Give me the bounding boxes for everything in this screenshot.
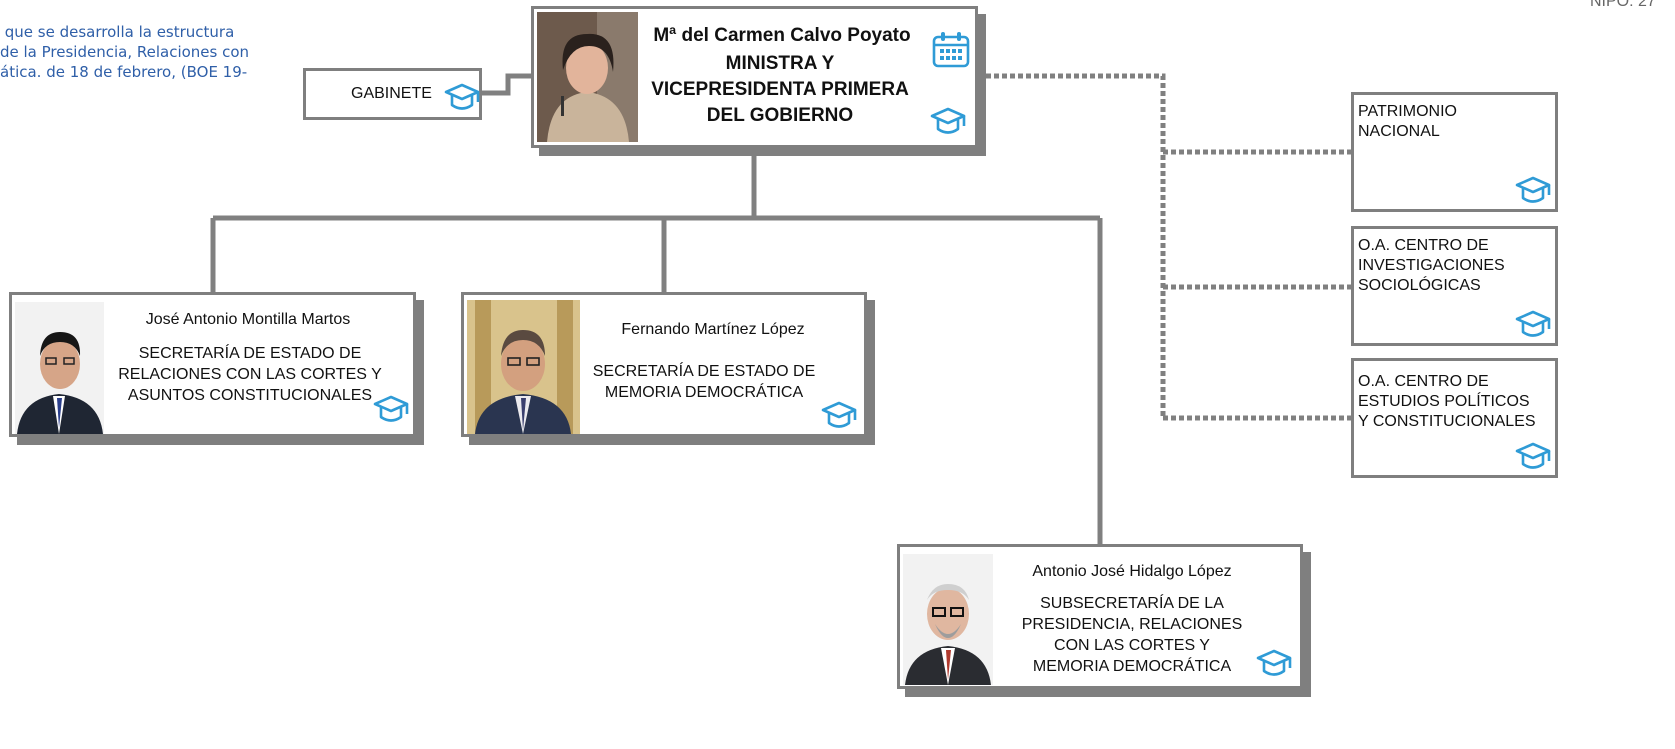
cepc-label: O.A. CENTRO DE ESTUDIOS POLÍTICOS Y CONS… — [1358, 372, 1536, 432]
graduation-cap-icon[interactable] — [373, 393, 409, 427]
subsecretaria-box[interactable]: Antonio José Hidalgo López SUBSECRETARÍA… — [897, 544, 1303, 689]
sec-relaciones-title: SECRETARÍA DE ESTADO DE RELACIONES CON L… — [104, 343, 396, 406]
connector-gabinete — [482, 73, 534, 96]
connector-dotted-trunk — [978, 73, 1166, 418]
subsecretaria-name: Antonio José Hidalgo López — [1032, 563, 1232, 580]
sec-memoria-title-line: MEMORIA DEMOCRÁTICA — [604, 384, 804, 401]
graduation-cap-icon[interactable] — [1515, 308, 1551, 342]
subsecretaria-title-line: PRESIDENCIA, RELACIONES — [1021, 616, 1243, 633]
sec-memoria-name: Fernando Martínez López — [621, 321, 805, 338]
gabinete-label: GABINETE — [351, 85, 432, 102]
graduation-cap-icon[interactable] — [444, 81, 480, 115]
minister-title: MINISTRA Y VICEPRESIDENTA PRIMERA DEL GO… — [638, 51, 922, 129]
graduation-cap-icon[interactable] — [1256, 647, 1292, 681]
subsecretaria-title-line: SUBSECRETARÍA DE LA — [1040, 595, 1224, 612]
minister-title-line: DEL GOBIERNO — [706, 105, 854, 126]
minister-title-line: VICEPRESIDENTA PRIMERA — [651, 79, 909, 100]
sec-relaciones-title-line: ASUNTOS CONSTITUCIONALES — [127, 387, 373, 404]
side-body-line: O.A. CENTRO DE — [1358, 373, 1489, 390]
side-body-line: NACIONAL — [1358, 123, 1440, 140]
subsecretaria-title-line: MEMORIA DEMOCRÁTICA — [1032, 658, 1232, 675]
minister-photo — [537, 12, 638, 142]
cepc-box[interactable]: O.A. CENTRO DE ESTUDIOS POLÍTICOS Y CONS… — [1351, 358, 1558, 478]
graduation-cap-icon[interactable] — [821, 399, 857, 433]
sec-relaciones-title-line: RELACIONES CON LAS CORTES Y — [118, 366, 382, 383]
side-body-line: INVESTIGACIONES — [1358, 257, 1505, 274]
minister-name: Mª del Carmen Calvo Poyato — [653, 25, 911, 46]
sec-relaciones-box[interactable]: José Antonio Montilla Martos SECRETARÍA … — [9, 292, 416, 437]
graduation-cap-icon[interactable] — [930, 105, 966, 139]
subsecretaria-photo — [903, 554, 993, 685]
side-body-line: SOCIOLÓGICAS — [1358, 277, 1481, 294]
gabinete-box[interactable]: GABINETE — [303, 68, 482, 120]
minister-box[interactable]: Mª del Carmen Calvo Poyato MINISTRA Y VI… — [531, 6, 978, 148]
note-line: de la Presidencia, Relaciones con — [0, 43, 250, 61]
regulation-note: que se desarrolla la estructura de la Pre… — [0, 22, 290, 82]
side-body-line: O.A. CENTRO DE — [1358, 237, 1489, 254]
graduation-cap-icon[interactable] — [1515, 440, 1551, 474]
sec-memoria-box[interactable]: Fernando Martínez López SECRETARÍA DE ES… — [461, 292, 867, 437]
sec-memoria-title-line: SECRETARÍA DE ESTADO DE — [592, 363, 816, 380]
sec-memoria-photo — [467, 300, 580, 434]
minister-title-line: MINISTRA Y — [725, 53, 835, 74]
sec-relaciones-name: José Antonio Montilla Martos — [145, 311, 351, 328]
side-body-line: Y CONSTITUCIONALES — [1358, 413, 1536, 430]
cis-label: O.A. CENTRO DE INVESTIGACIONES SOCIOLÓGI… — [1358, 236, 1505, 296]
patrimonio-nacional-box[interactable]: PATRIMONIO NACIONAL — [1351, 92, 1558, 212]
side-body-line: PATRIMONIO — [1358, 103, 1457, 120]
sec-relaciones-title-line: SECRETARÍA DE ESTADO DE — [138, 345, 362, 362]
note-line: ática. de 18 de febrero, (BOE 19- — [0, 63, 248, 81]
graduation-cap-icon[interactable] — [1515, 174, 1551, 208]
side-body-line: ESTUDIOS POLÍTICOS — [1358, 393, 1530, 410]
subsecretaria-title: SUBSECRETARÍA DE LA PRESIDENCIA, RELACIO… — [996, 593, 1268, 677]
patrimonio-nacional-label: PATRIMONIO NACIONAL — [1358, 102, 1457, 142]
calendar-icon[interactable] — [931, 29, 971, 69]
nipo-label: NIPO: 27 — [1590, 0, 1656, 10]
sec-memoria-title: SECRETARÍA DE ESTADO DE MEMORIA DEMOCRÁT… — [580, 361, 828, 403]
cis-box[interactable]: O.A. CENTRO DE INVESTIGACIONES SOCIOLÓGI… — [1351, 226, 1558, 346]
sec-relaciones-photo — [15, 302, 104, 434]
subsecretaria-title-line: CON LAS CORTES Y — [1054, 637, 1210, 654]
note-line: que se desarrolla la estructura — [0, 23, 235, 41]
